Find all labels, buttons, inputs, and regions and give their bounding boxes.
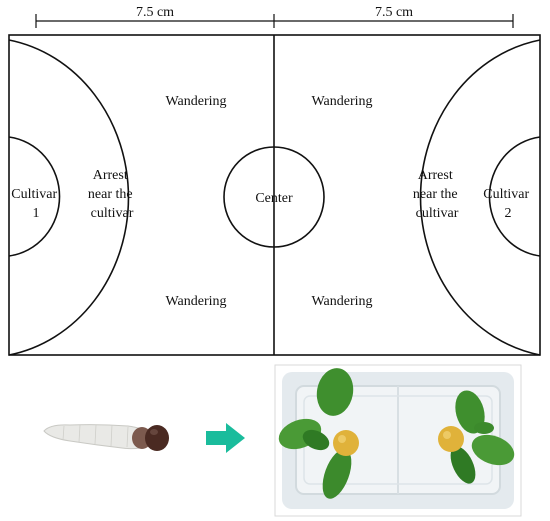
right-arrest-arc: [419, 39, 541, 356]
arrest-left-label: Arrest near the cultivar: [88, 168, 136, 221]
wandering-top-left-label: Wandering: [165, 94, 226, 109]
tray-photo: [274, 364, 522, 517]
left-arrest-arc: [8, 39, 130, 356]
right-apple-fruit: [438, 426, 464, 452]
arena: [8, 34, 541, 356]
right-apple-seedling: [438, 390, 515, 484]
larva-image: [43, 424, 169, 451]
left-apple-seedling: [278, 368, 359, 499]
center-label: Center: [255, 191, 293, 206]
dimension-line: [35, 14, 514, 28]
arrest-right-label: Arrest near the cultivar: [413, 168, 461, 221]
wandering-bottom-right-label: Wandering: [311, 294, 372, 309]
cultivar-1-label: Cultivar 1: [11, 187, 60, 221]
left-width-label: 7.5 cm: [136, 5, 174, 20]
left-apple-fruit: [333, 430, 359, 456]
wandering-bottom-left-label: Wandering: [165, 294, 226, 309]
right-arrow-icon: [206, 423, 245, 453]
center-circle: [223, 146, 325, 248]
right-width-label: 7.5 cm: [375, 5, 413, 20]
larva-head: [145, 425, 169, 451]
left-cultivar-arc: [8, 136, 61, 257]
cultivar-2-label: Cultivar 2: [483, 187, 532, 221]
right-cultivar-arc: [488, 136, 541, 257]
wandering-top-right-label: Wandering: [311, 94, 372, 109]
